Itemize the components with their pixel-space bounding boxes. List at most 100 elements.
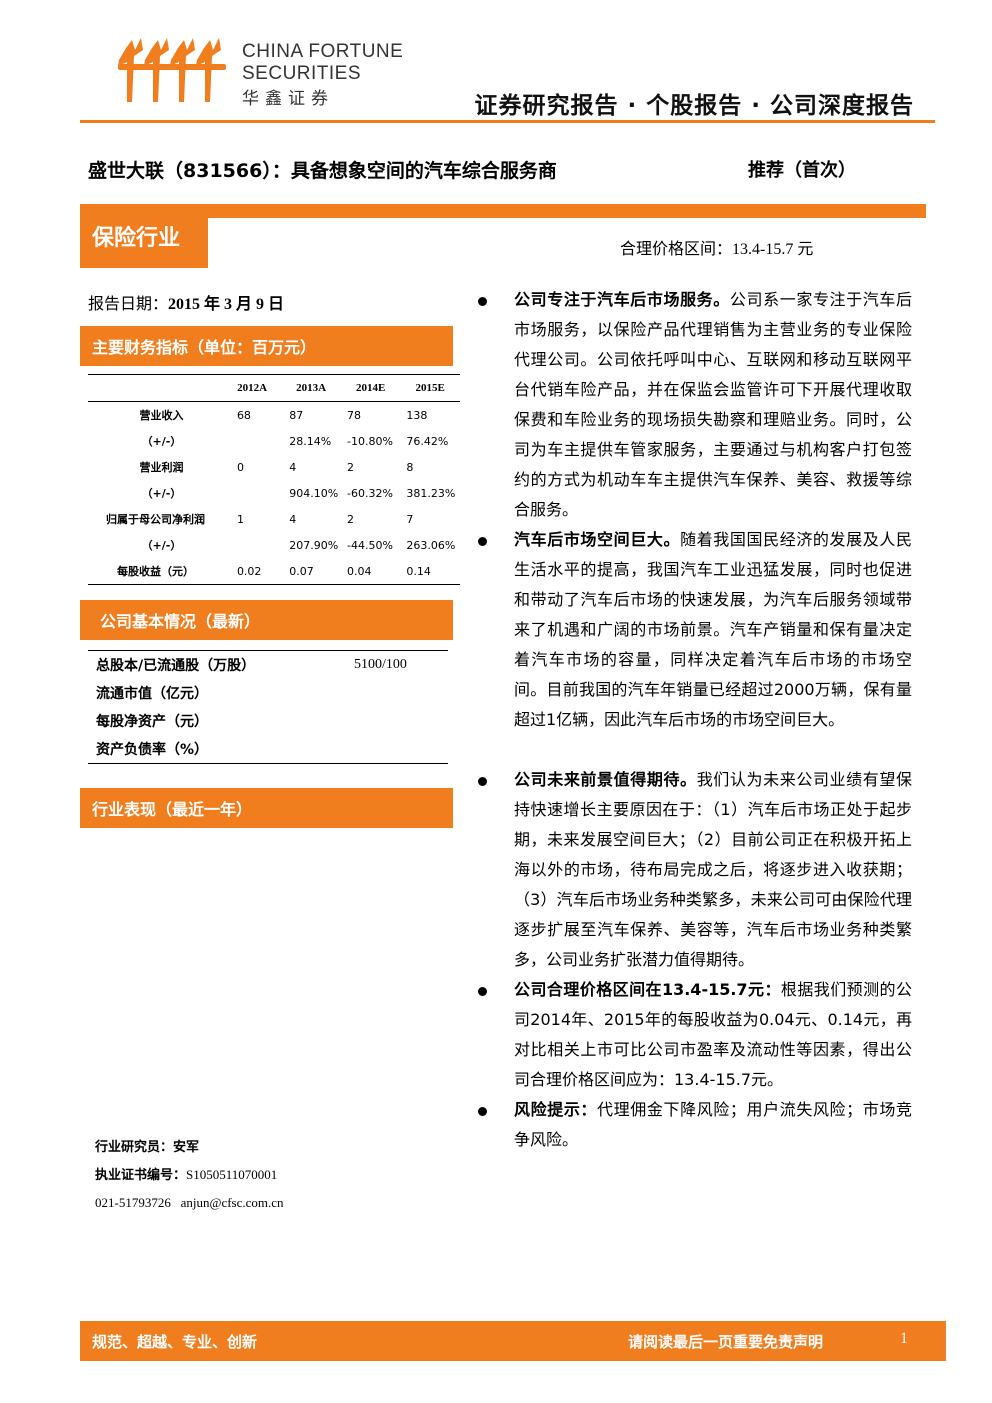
cell: -44.50%: [347, 538, 393, 552]
table-row: （+/-） 904.10% -60.32% 381.23%: [88, 480, 460, 506]
col-header: 2012A: [237, 382, 268, 394]
table-row: 流通市值（亿元）: [88, 679, 448, 707]
bullet-lead: 汽车后市场空间巨大。: [514, 530, 681, 549]
cell: 207.90%: [289, 538, 339, 552]
analyst-email[interactable]: anjun@cfsc.com.cn: [180, 1195, 284, 1210]
cell: 4: [289, 460, 297, 474]
industry-perf-heading-text: 行业表现（最近一年）: [92, 800, 253, 819]
bullet-lead: 公司专注于汽车后市场服务。: [514, 290, 730, 309]
bullet-icon: [478, 297, 487, 306]
report-date: 报告日期：2015 年 3 月 9 日: [88, 290, 284, 314]
cell: 0.07: [289, 564, 314, 578]
cell: 2: [347, 512, 354, 526]
table-row: （+/-） 28.14% -10.80% 76.42%: [88, 428, 460, 454]
table-row: 资产负债率（%）: [88, 735, 448, 764]
cell: 904.10%: [289, 486, 339, 500]
footer-bar: 规范、超越、专业、创新 请阅读最后一页重要免责声明 1: [80, 1321, 946, 1361]
cell: 87: [289, 408, 304, 422]
financials-header-row: 2012A 2013A 2014E 2015E: [88, 375, 460, 402]
cell: [353, 679, 448, 707]
report-type: 证券研究报告 · 个股报告 · 公司深度报告: [474, 93, 914, 119]
cert-label: 执业证书编号：: [95, 1168, 187, 1183]
bullet-lead: 公司合理价格区间在13.4-15.7元：: [514, 980, 781, 999]
cell: 8: [406, 460, 414, 474]
cell: 78: [347, 408, 361, 422]
cell: [353, 735, 448, 764]
cell: [353, 707, 448, 735]
cell: 0: [236, 460, 244, 474]
bullet-text: 代理佣金下降风险；用户流失风险；市场竞争风险。: [514, 1100, 912, 1149]
financials-heading-text: 主要财务指标（单位：百万元）: [92, 338, 317, 357]
row-label: （+/-）: [141, 539, 182, 552]
bullet-business-focus: 公司专注于汽车后市场服务。公司系一家专注于汽车后市场服务，以保险产品代理销售为主…: [478, 285, 912, 525]
price-range-label: 合理价格区间：: [620, 239, 733, 258]
bullet-icon: [478, 1107, 487, 1116]
industry-label: 保险行业: [92, 226, 181, 251]
analyst-contact: 021-51793726 anjun@cfsc.com.cn: [95, 1189, 284, 1216]
row-label: （+/-）: [141, 435, 182, 448]
analyst-cert: 执业证书编号：S1050511070001: [95, 1161, 284, 1189]
banner-top-strip: [80, 204, 926, 218]
page-title: 盛世大联（831566）：具备想象空间的汽车综合服务商: [88, 160, 557, 182]
col-header: 2014E: [356, 382, 386, 394]
bullet-lead: 风险提示：: [514, 1100, 598, 1119]
cell: 0.14: [406, 564, 431, 578]
footer-disclaimer[interactable]: 请阅读最后一页重要免责声明: [628, 1333, 824, 1351]
cell: 0.02: [236, 564, 262, 578]
table-row: 每股净资产（元）: [88, 707, 448, 735]
bullet-icon: [478, 777, 487, 786]
basic-info-heading: 公司基本情况（最新）: [80, 600, 453, 640]
cell: 68: [236, 408, 251, 422]
cell: -60.32%: [347, 486, 393, 500]
report-date-value: 2015 年 3 月 9 日: [168, 296, 285, 313]
row-label: 营业收入: [139, 409, 184, 422]
bullet-icon: [478, 987, 487, 996]
col-header: 2013A: [296, 382, 327, 394]
logo-en-line2: SECURITIES: [242, 63, 362, 84]
cell: [223, 480, 281, 506]
table-row: 每股收益（元） 0.02 0.07 0.04 0.14: [88, 558, 460, 585]
row-label: 流通市值（亿元）: [96, 686, 208, 702]
logo-en-line1: CHINA FORTUNE: [242, 41, 404, 62]
cell: 76.42%: [406, 434, 449, 448]
cell: 0.04: [347, 564, 372, 578]
row-label: 总股本/已流通股（万股）: [96, 658, 256, 674]
col-header: [88, 375, 223, 402]
bullet-text: 随着我国国民经济的发展及人民生活水平的提高，我国汽车工业迅猛发展，同时也促进和带…: [514, 530, 912, 729]
bullet-outlook: 公司未来前景值得期待。我们认为未来公司业绩有望保持快速增长主要原因在于：（1）汽…: [478, 765, 912, 975]
industry-banner: 保险行业: [80, 204, 208, 268]
col-header: 2015E: [415, 382, 445, 394]
report-date-label: 报告日期：: [88, 294, 169, 313]
analyst-phone: 021-51793726: [95, 1195, 171, 1210]
cell: -10.80%: [347, 434, 393, 448]
cell: 263.06%: [406, 538, 456, 552]
financials-heading: 主要财务指标（单位：百万元）: [80, 326, 453, 366]
analyst-name: 行业研究员：安军: [95, 1140, 200, 1155]
cell: 7: [406, 512, 414, 526]
cell: 5100/100: [354, 657, 407, 672]
row-label: 资产负债率（%）: [96, 742, 209, 758]
bullet-icon: [478, 537, 487, 546]
bullet-lead: 公司未来前景值得期待。: [514, 770, 697, 789]
row-label: 每股收益（元）: [116, 565, 194, 578]
industry-perf-heading: 行业表现（最近一年）: [80, 788, 453, 828]
row-label: （+/-）: [141, 487, 182, 500]
cell: 1: [236, 512, 244, 526]
analyst-block: 行业研究员：安军 执业证书编号：S1050511070001 021-51793…: [95, 1134, 284, 1216]
table-row: 总股本/已流通股（万股） 5100/100: [88, 651, 448, 679]
row-label: 每股净资产（元）: [96, 714, 208, 730]
row-label: 营业利润: [139, 461, 184, 474]
financials-table: 2012A 2013A 2014E 2015E 营业收入 68 87 78 13…: [88, 374, 460, 585]
price-range: 合理价格区间：13.4-15.7 元: [620, 235, 813, 259]
table-row: 营业利润 0 4 2 8: [88, 454, 460, 480]
cell: [223, 532, 281, 558]
footer-slogan: 规范、超越、专业、创新: [92, 1333, 258, 1351]
bullet-text: 我们认为未来公司业绩有望保持快速增长主要原因在于：（1）汽车后市场正处于起步期，…: [514, 770, 912, 969]
page-number: 1: [900, 1330, 908, 1347]
bullet-market-space: 汽车后市场空间巨大。随着我国国民经济的发展及人民生活水平的提高，我国汽车工业迅猛…: [478, 525, 912, 735]
cert-value: S1050511070001: [186, 1167, 278, 1182]
table-row: （+/-） 207.90% -44.50% 263.06%: [88, 532, 460, 558]
bullet-text: 公司系一家专注于汽车后市场服务，以保险产品代理销售为主营业务的专业保险代理公司。…: [514, 290, 912, 519]
cell: [223, 428, 281, 454]
cell: 28.14%: [289, 434, 332, 448]
